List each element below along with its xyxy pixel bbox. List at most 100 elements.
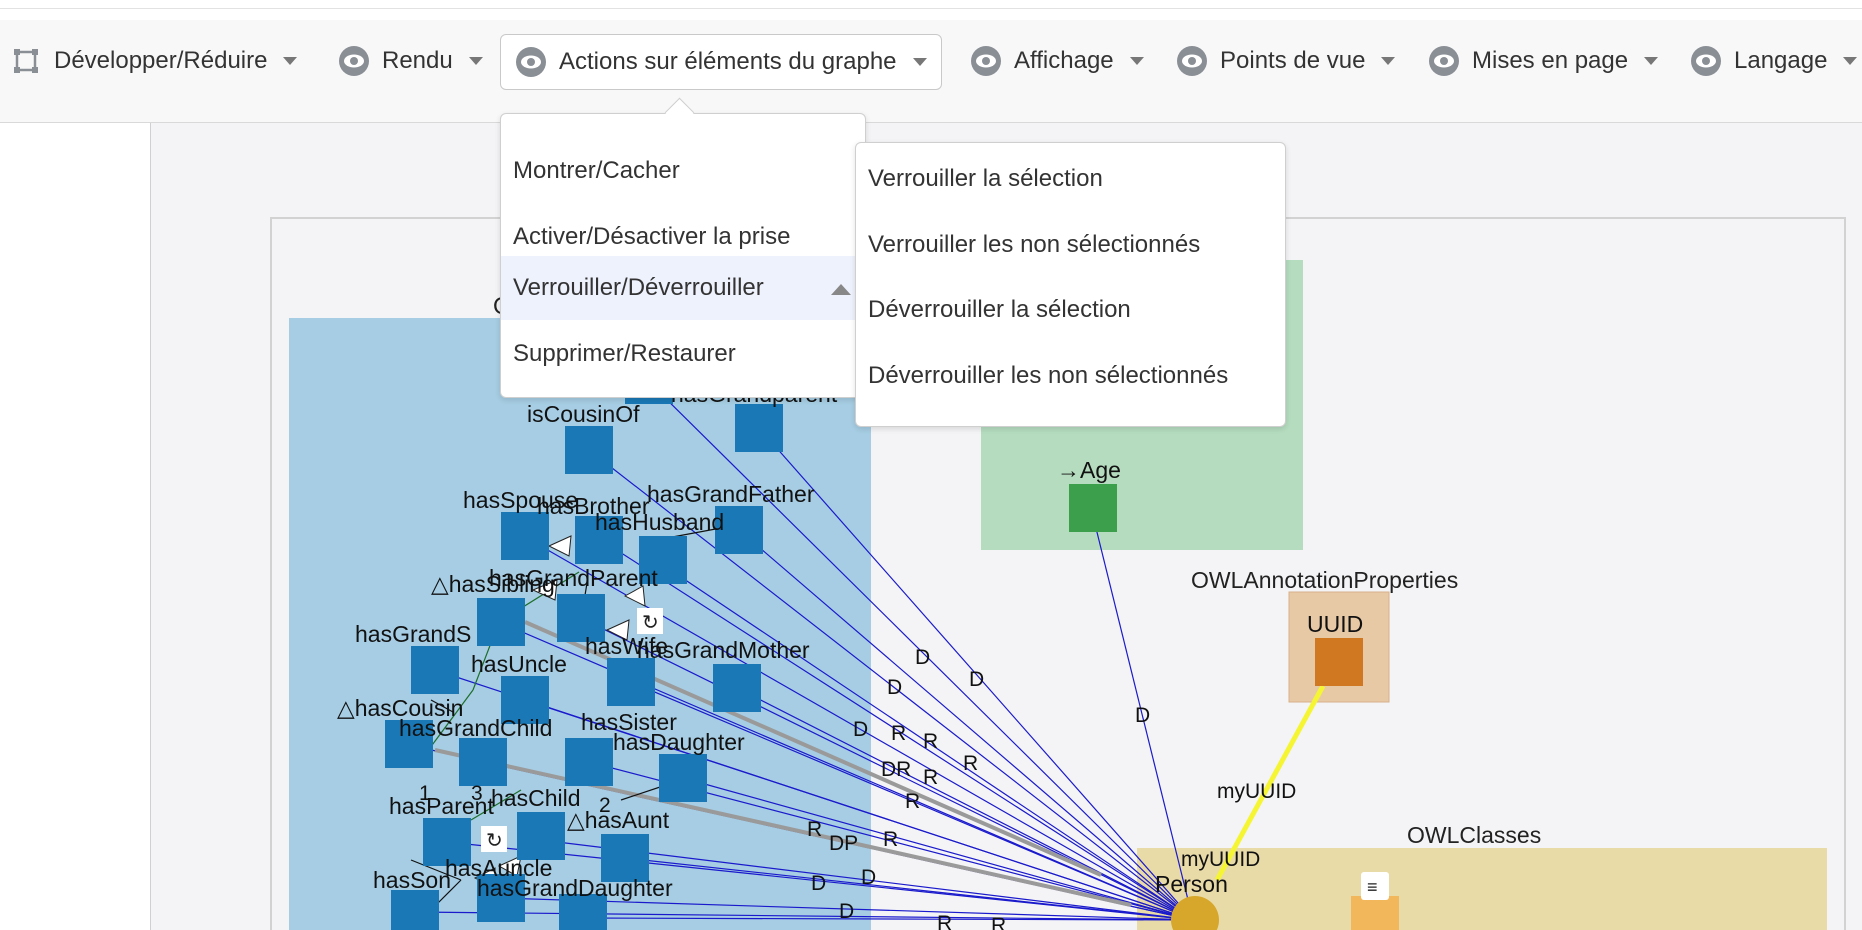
svg-text:R: R [883, 828, 898, 851]
label-hasUncle: hasUncle [471, 651, 567, 677]
svg-text:R: R [923, 766, 938, 789]
label-hasSibling: △hasSibling [431, 571, 555, 597]
svg-text:R: R [937, 912, 952, 930]
top-border [0, 0, 1862, 9]
label-isCousinOf: isCousinOf [527, 401, 640, 427]
graph-actions-dropdown: Montrer/Cacher Activer/Désactiver la pri… [500, 113, 866, 398]
submenu-arrow-icon [831, 284, 851, 295]
render-label: Rendu [382, 47, 453, 74]
language-label: Langage [1734, 47, 1828, 74]
svg-text:D: D [1135, 704, 1150, 727]
graph-actions-menu[interactable]: Actions sur éléments du graphe [500, 34, 942, 90]
label-hasCousin: △hasCousin [337, 695, 463, 721]
svg-text:DR: DR [881, 758, 911, 781]
svg-text:↻: ↻ [642, 612, 659, 634]
eye-icon [1176, 45, 1208, 77]
chevron-down-icon [1381, 57, 1396, 65]
svg-text:D: D [969, 668, 984, 691]
display-menu[interactable]: Affichage [970, 34, 1144, 88]
svg-text:3: 3 [471, 782, 483, 805]
expand-collapse-menu[interactable]: Développer/Réduire [10, 34, 298, 88]
label-hasGrandDaughter: hasGrandDaughter [477, 875, 673, 901]
age-node[interactable] [1069, 484, 1117, 532]
svg-text:R: R [923, 730, 938, 753]
label-hasGrandParent: hasGrandParent [489, 565, 658, 591]
eye-icon [515, 46, 547, 78]
chevron-down-icon [1129, 57, 1144, 65]
submenu-lock-unselected[interactable]: Verrouiller les non sélectionnés [868, 231, 1201, 258]
svg-text:D: D [915, 646, 930, 669]
language-menu[interactable]: Langage [1690, 34, 1858, 88]
arrow-heads [473, 535, 646, 889]
layouts-label: Mises en page [1472, 47, 1629, 74]
label-hasAuncle: hasAuncle [445, 855, 552, 881]
chevron-down-icon [1843, 57, 1858, 65]
chevron-down-icon [283, 57, 298, 65]
menu-icon[interactable] [1361, 872, 1389, 900]
graph-actions-label: Actions sur éléments du graphe [559, 48, 897, 75]
person-node[interactable] [1171, 896, 1219, 930]
viewpoints-label: Points de vue [1220, 47, 1366, 74]
label-hasHusband: hasHusband [595, 509, 724, 535]
svg-text:D: D [853, 718, 868, 741]
edge-label-myUUID: myUUID [1217, 780, 1296, 803]
render-menu[interactable]: Rendu [338, 34, 483, 88]
menu-item-show-hide[interactable]: Montrer/Cacher [513, 157, 680, 184]
lock-unlock-submenu: Verrouiller la sélection Verrouiller les… [855, 142, 1286, 427]
svg-text:D: D [861, 866, 876, 889]
submenu-unlock-selection[interactable]: Déverrouiller la sélection [868, 296, 1131, 323]
label-hasGrandChild: hasGrandChild [399, 715, 552, 741]
label-hasAunt: △hasAunt [567, 807, 670, 833]
object-property-nodes[interactable] [385, 356, 783, 930]
label-hasGrandFather: hasGrandFather [647, 481, 815, 507]
menu-item-delete-restore[interactable]: Supprimer/Restaurer [513, 340, 736, 367]
label-hasParent: hasParent [389, 793, 494, 819]
expand-collapse-icon [10, 45, 42, 77]
submenu-lock-selection[interactable]: Verrouiller la sélection [868, 165, 1103, 192]
label-hasDaughter: hasDaughter [613, 729, 745, 755]
annotation-group-label: OWLAnnotationProperties [1191, 567, 1458, 593]
svg-text:R: R [963, 752, 978, 775]
chevron-down-icon [468, 57, 483, 65]
classes-group[interactable] [1137, 848, 1827, 930]
label-hasSpouse: hasSpouse [463, 487, 578, 513]
menu-item-lock-unlock[interactable]: Verrouiller/Déverrouiller [501, 256, 865, 320]
label-hasChild: hasChild [491, 785, 581, 811]
label-hasWife: hasWife [585, 633, 668, 659]
submenu-unlock-unselected[interactable]: Déverrouiller les non sélectionnés [868, 362, 1229, 389]
layouts-menu[interactable]: Mises en page [1428, 34, 1659, 88]
svg-text:1: 1 [419, 782, 431, 805]
node-labels: isCousinOf hasGrandparent hasSpouse hasB… [337, 381, 1363, 901]
expand-collapse-label: Développer/Réduire [54, 47, 268, 74]
class-node[interactable] [1351, 896, 1399, 930]
label-hasSon: hasSon [373, 867, 451, 893]
svg-text:DP: DP [829, 832, 858, 855]
toolbar: Développer/Réduire Rendu Actions sur élé… [0, 20, 1862, 123]
svg-text:R: R [891, 722, 906, 745]
label-uuid: UUID [1307, 611, 1363, 637]
label-hasSister: hasSister [581, 709, 677, 735]
eye-icon [1428, 45, 1460, 77]
chevron-down-icon [912, 58, 927, 66]
svg-text:2: 2 [599, 794, 611, 817]
menu-item-enable-disable[interactable]: Activer/Désactiver la prise [513, 223, 791, 250]
svg-text:R: R [905, 790, 920, 813]
svg-text:D: D [811, 872, 826, 895]
self-loop-icon [637, 608, 663, 634]
eye-icon [970, 45, 1002, 77]
display-label: Affichage [1014, 47, 1114, 74]
eye-icon [1690, 45, 1722, 77]
uuid-node[interactable] [1315, 638, 1363, 686]
edge-label-myUUID-2: myUUID [1181, 848, 1260, 871]
svg-text:R: R [991, 914, 1006, 930]
menu-item-lock-unlock-label: Verrouiller/Déverrouiller [513, 274, 764, 301]
svg-text:≡: ≡ [1367, 877, 1378, 897]
label-hasGrandMother: hasGrandMother [637, 637, 810, 663]
svg-text:R: R [807, 818, 822, 841]
eye-icon [338, 45, 370, 77]
self-loop-icon [481, 826, 507, 852]
svg-text:D: D [887, 676, 902, 699]
label-person: Person [1155, 871, 1228, 897]
viewpoints-menu[interactable]: Points de vue [1176, 34, 1396, 88]
graph-canvas[interactable]: O OWLAnnotationProperties OWLClasses [150, 123, 1862, 930]
